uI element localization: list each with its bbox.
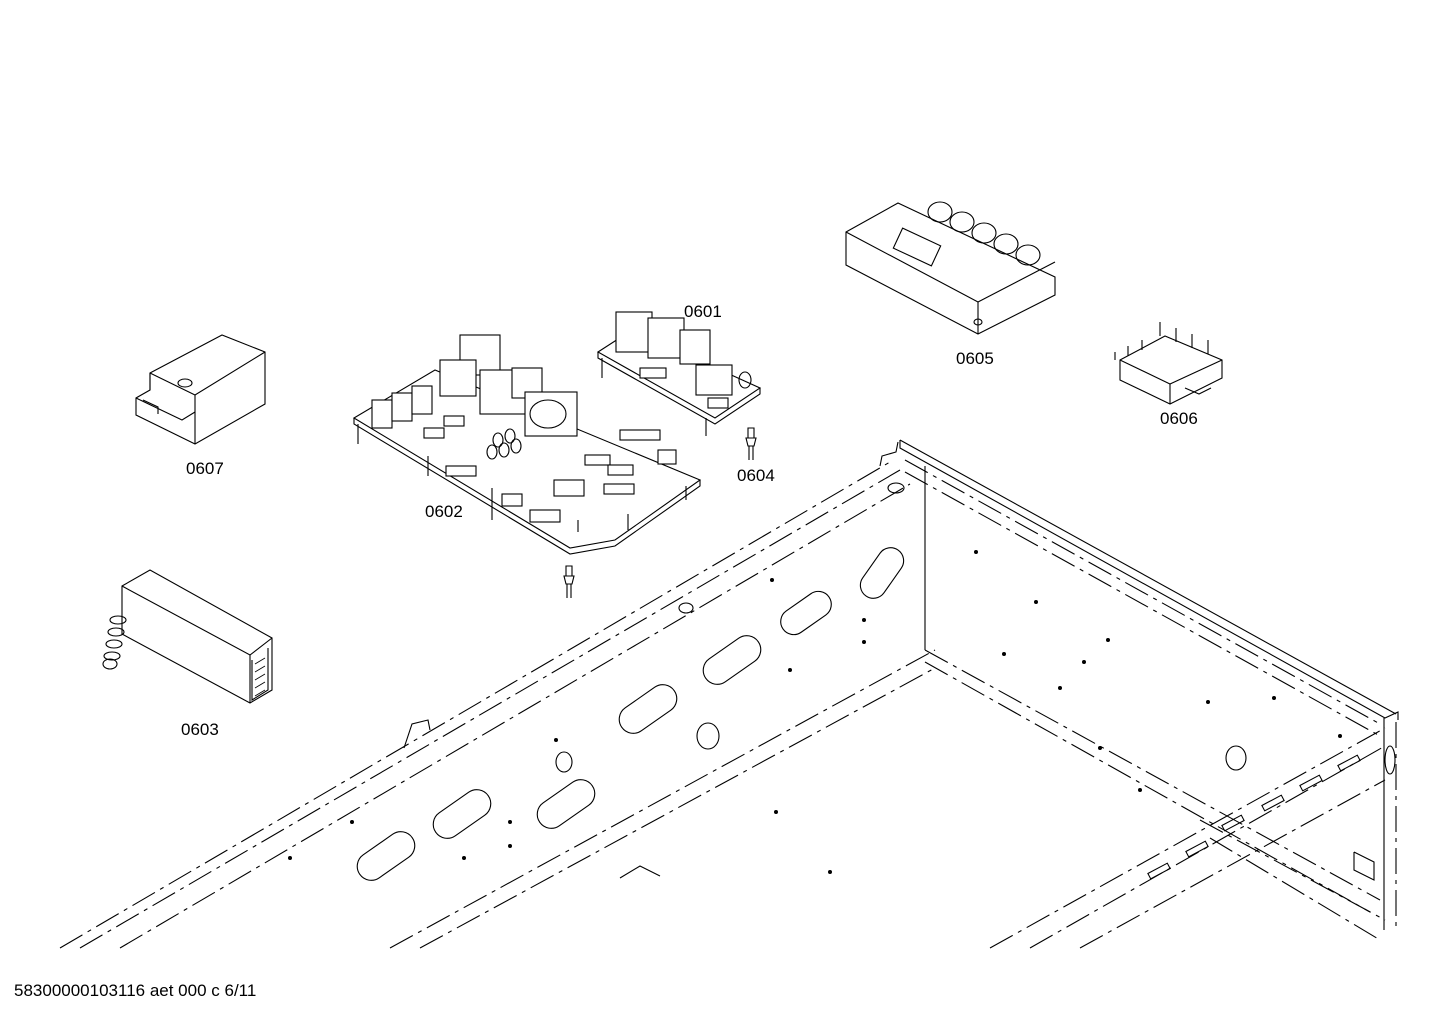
label-0606: 0606 xyxy=(1160,409,1198,428)
label-0603: 0603 xyxy=(181,720,219,739)
part-0601-relay-board xyxy=(596,311,762,436)
part-0605-button-row xyxy=(927,201,1041,266)
part-0601-relays xyxy=(615,311,752,409)
part-0603-coil xyxy=(102,615,127,670)
part-0602-components xyxy=(371,334,677,523)
part-0607-housing xyxy=(135,334,266,445)
part-0603-filter xyxy=(102,569,273,704)
part-0602-standoffs xyxy=(357,424,687,532)
part-0603-pins xyxy=(254,657,266,697)
part-0602-main-board xyxy=(352,334,702,555)
label-0607: 0607 xyxy=(186,459,224,478)
label-0605: 0605 xyxy=(956,349,994,368)
base-frame-holes xyxy=(288,482,1396,874)
label-0601: 0601 xyxy=(684,302,722,321)
part-0604-standoff-2 xyxy=(563,565,575,598)
part-0604-standoff xyxy=(745,427,757,460)
part-0606-terminal-block xyxy=(1114,322,1223,405)
label-0604: 0604 xyxy=(737,466,775,485)
document-code: 58300000103116 aet 000 c 6/11 xyxy=(14,981,257,1000)
base-frame-slots xyxy=(356,547,905,881)
base-frame xyxy=(59,439,1399,949)
base-frame-rail-slots xyxy=(1147,754,1361,880)
part-0605-module xyxy=(845,201,1056,335)
label-0602: 0602 xyxy=(425,502,463,521)
